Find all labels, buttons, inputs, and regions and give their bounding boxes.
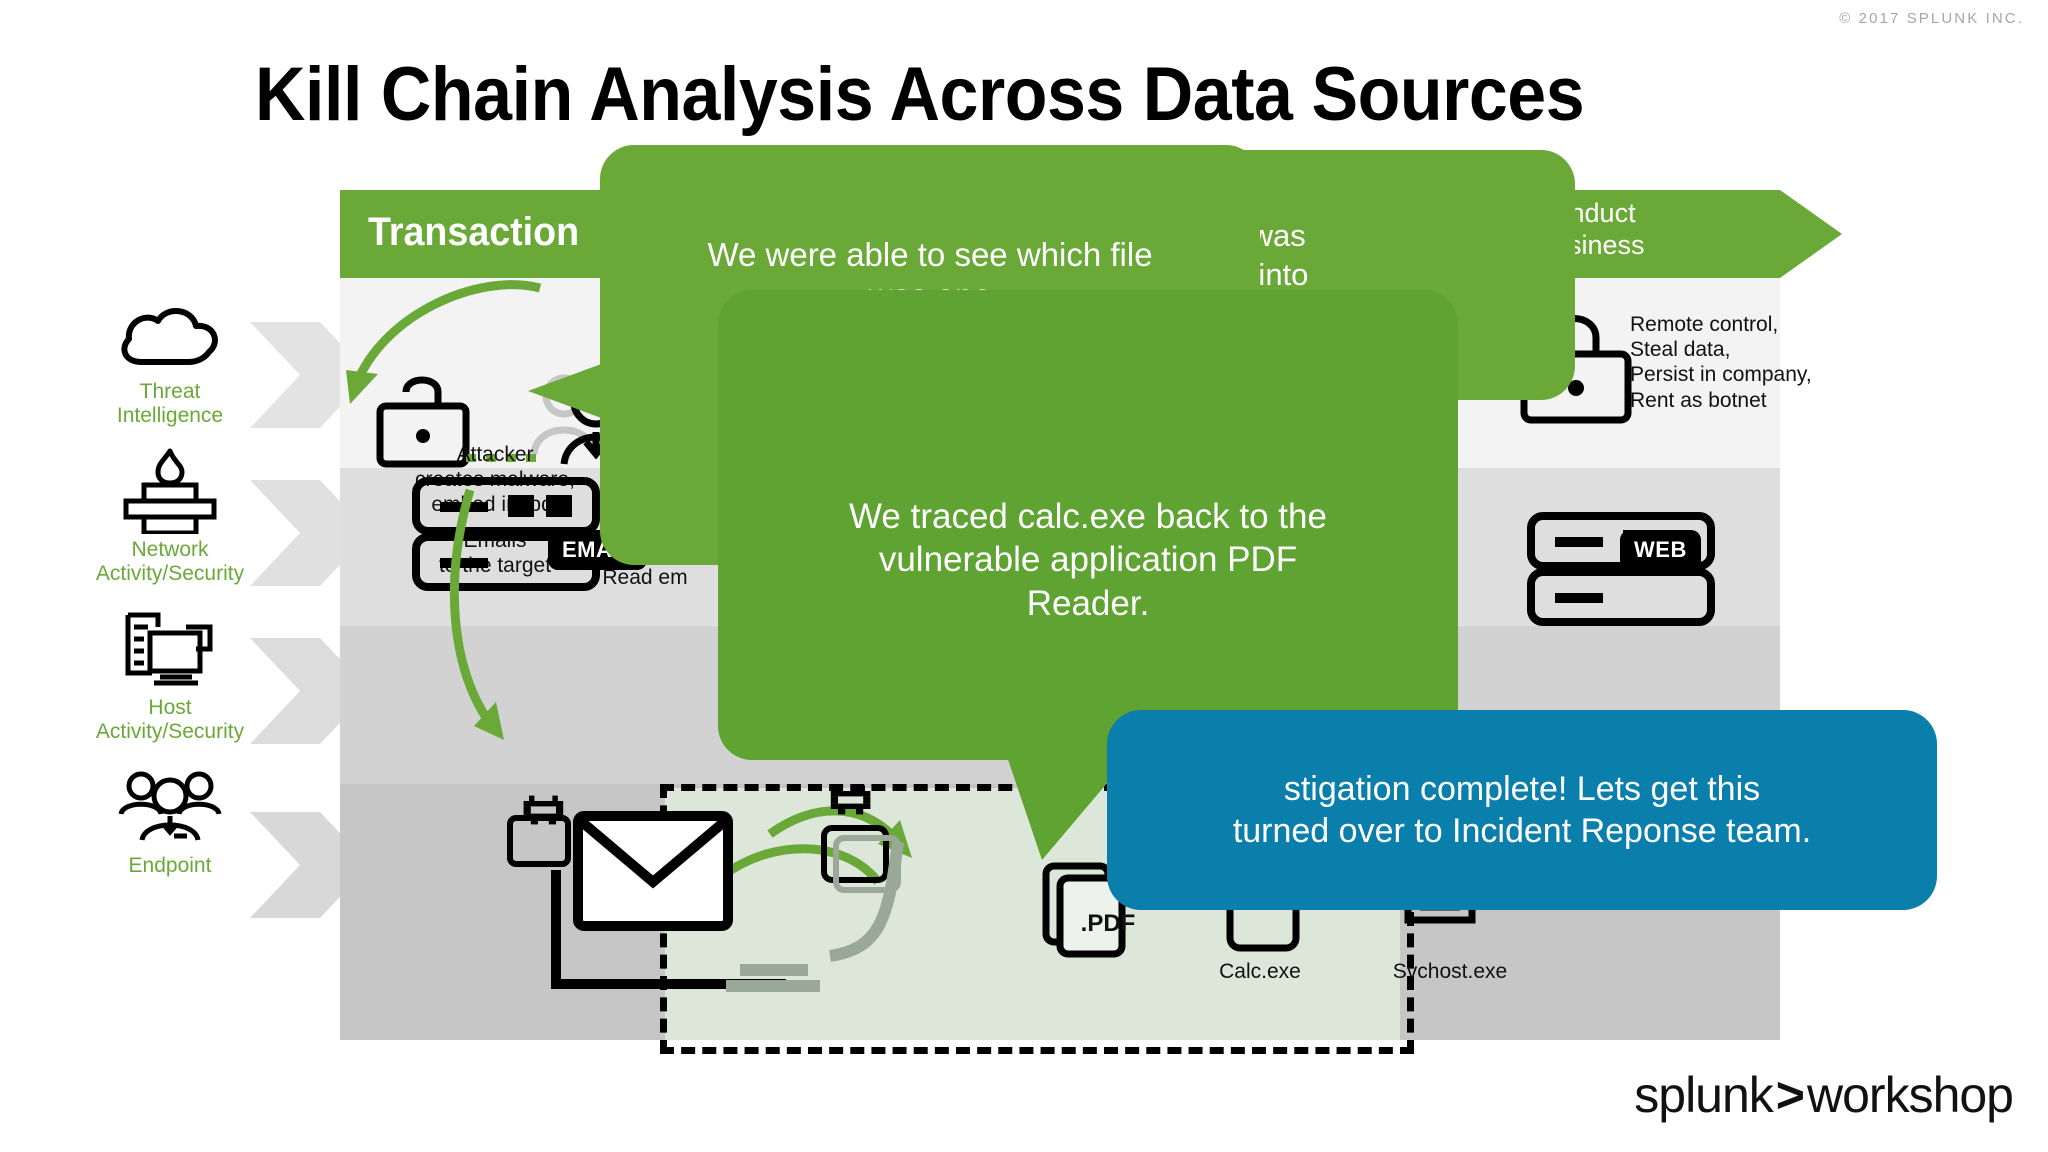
speech-bubble-traced-calc: We traced calc.exe back to the vulnerabl… bbox=[718, 290, 1458, 860]
sidebar-label-line1: Network bbox=[131, 538, 209, 561]
host-icon bbox=[70, 606, 270, 692]
people-icon bbox=[70, 764, 270, 850]
badge-web: WEB bbox=[1620, 530, 1701, 570]
bubble-line1: stigation complete! Lets get this bbox=[1283, 769, 1761, 808]
page-title: Kill Chain Analysis Across Data Sources bbox=[255, 52, 1585, 137]
cloud-icon bbox=[70, 290, 270, 376]
speech-bubble-investigation-complete-text: stigation complete! Lets get this turned… bbox=[1233, 768, 1811, 852]
note-line3: Persist in company, bbox=[1630, 363, 1812, 387]
web-server-icon bbox=[1527, 512, 1715, 626]
sidebar-label-threat-intelligence: Threat Intelligence bbox=[70, 380, 270, 427]
bubble-line1: We were able to see which file bbox=[707, 236, 1153, 273]
note-line1: Remote control, bbox=[1630, 313, 1779, 336]
sidebar-item-endpoint[interactable]: Endpoint bbox=[70, 764, 270, 878]
sidebar-item-host-activity[interactable]: Host Activity/Security bbox=[70, 606, 270, 743]
logo-workshop-text: workshop bbox=[1807, 1067, 2014, 1123]
file-label-calc: Calc.exe bbox=[1219, 960, 1301, 983]
speech-bubble-investigation-complete: stigation complete! Lets get this turned… bbox=[1107, 710, 1937, 910]
band-title: Transaction bbox=[368, 210, 580, 254]
speech-bubble-traced-calc-body: We traced calc.exe back to the vulnerabl… bbox=[718, 290, 1458, 760]
sidebar-label-host-activity: Host Activity/Security bbox=[70, 696, 270, 743]
note-line2: Steal data, bbox=[1630, 338, 1731, 362]
sidebar-label-network-activity: Network Activity/Security bbox=[70, 538, 270, 585]
sidebar-label-line2: Intelligence bbox=[116, 403, 224, 427]
speech-bubble-investigation-complete-body: stigation complete! Lets get this turned… bbox=[1107, 710, 1937, 910]
sidebar-label-line2: Activity/Security bbox=[95, 561, 245, 585]
splunk-workshop-logo: splunk>workshop bbox=[1634, 1066, 2014, 1124]
file-label-svchost: Svchost.exe bbox=[1392, 960, 1508, 983]
note-line1: Attacker bbox=[456, 443, 534, 466]
band-arrow-head bbox=[1780, 190, 1842, 278]
sidebar-label-endpoint: Endpoint bbox=[70, 854, 270, 878]
note-line4: Rent as botnet bbox=[1630, 388, 1767, 412]
logo-splunk-text: splunk bbox=[1634, 1067, 1774, 1123]
note-outcomes: Remote control, Steal data, Persist in c… bbox=[1630, 312, 1990, 413]
sidebar-label-line1: Host bbox=[148, 696, 192, 719]
file-label-pdf: .PDF bbox=[1080, 910, 1136, 937]
sidebar-label-line1: Threat bbox=[139, 380, 201, 403]
firewall-icon bbox=[70, 448, 270, 534]
copyright-notice: © 2017 SPLUNK INC. bbox=[1839, 10, 2024, 27]
bubble-line2: turned over to Incident Reponse team. bbox=[1232, 812, 1812, 850]
bubble-line2: vulnerable application PDF bbox=[878, 540, 1298, 580]
note-read-email: Read em bbox=[515, 565, 775, 590]
sidebar-label-line1: Endpoint bbox=[128, 854, 212, 877]
sidebar-item-threat-intelligence[interactable]: Threat Intelligence bbox=[70, 290, 270, 427]
speech-bubble-traced-calc-text: We traced calc.exe back to the vulnerabl… bbox=[849, 425, 1327, 625]
sidebar-item-network-activity[interactable]: Network Activity/Security bbox=[70, 448, 270, 585]
logo-chevron-icon: > bbox=[1775, 1067, 1805, 1123]
sidebar-label-line2: Activity/Security bbox=[95, 719, 245, 743]
speech-bubble-file-opened-tail bbox=[528, 363, 604, 419]
note-line1: Read em bbox=[602, 566, 688, 589]
bubble-line1: We traced calc.exe back to the bbox=[849, 496, 1327, 536]
bubble-line3: Reader. bbox=[1026, 583, 1150, 623]
